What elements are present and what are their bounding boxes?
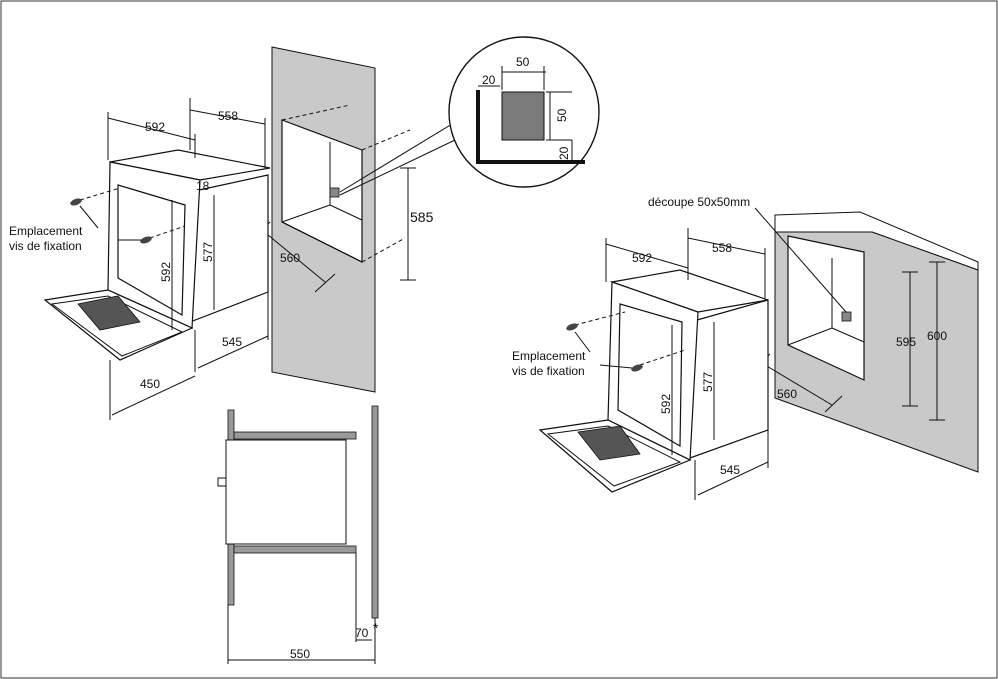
right-door-window <box>577 425 641 461</box>
right-niche-cavity <box>787 235 865 381</box>
right-dim-592-side: 592 <box>659 394 673 414</box>
detail-dim-20-bottom: 20 <box>557 146 571 160</box>
section-star: * <box>373 620 379 636</box>
section-knob <box>217 477 227 487</box>
left-door-window <box>77 295 141 331</box>
detail-cutout-square <box>501 91 545 141</box>
left-dim-577: 577 <box>201 242 215 262</box>
right-oven-dims: 592 558 577 592 545 <box>605 228 769 500</box>
right-screw-icon-2 <box>631 364 643 372</box>
detail-dim-50-right: 50 <box>555 108 569 122</box>
left-screw-icon-1 <box>70 198 82 206</box>
left-dim-592-side: 592 <box>159 262 173 282</box>
right-dim-595: 595 <box>896 335 916 349</box>
section-rear-wall <box>371 405 379 619</box>
right-screw-label-1: Emplacement <box>512 349 586 363</box>
section-dim-70: 70 <box>355 626 369 640</box>
detail-dim-50-top: 50 <box>516 55 530 69</box>
left-niche-height-dim: 585 <box>400 167 434 281</box>
right-dim-558: 558 <box>712 241 732 255</box>
detail-leader-2 <box>339 139 456 196</box>
right-niche-dims: 595 600 560 <box>751 261 947 421</box>
right-oven: Emplacement vis de fixation <box>512 269 769 493</box>
right-dim-545: 545 <box>720 463 740 477</box>
section-top-shelf <box>233 431 357 440</box>
right-cutout-square <box>841 311 852 322</box>
left-dim-558: 558 <box>218 109 238 123</box>
detail-circle: 50 20 50 20 <box>448 36 600 188</box>
right-cutout-label: découpe 50x50mm <box>648 195 750 209</box>
right-dim-592-top: 592 <box>632 251 652 265</box>
left-screw-label-2: vis de fixation <box>9 239 82 253</box>
left-dim-592-top: 592 <box>145 120 165 134</box>
left-dim-18: 18 <box>196 179 210 193</box>
section-dim-550: 550 <box>290 647 310 661</box>
right-screw-label-2: vis de fixation <box>512 364 585 378</box>
right-dim-600: 600 <box>927 329 947 343</box>
dim-560: 560 <box>280 251 300 265</box>
detail-dim-20-left: 20 <box>482 73 496 87</box>
left-dim-450: 450 <box>140 377 160 391</box>
left-screw-label-1: Emplacement <box>9 224 83 238</box>
left-oven: Emplacement vis de fixation <box>9 149 271 361</box>
left-cutout-square <box>329 187 340 198</box>
left-wall <box>271 46 411 393</box>
detail-leader-1 <box>339 123 453 193</box>
left-screw-icon-2 <box>140 236 152 244</box>
right-cutout-leader <box>754 207 847 313</box>
right-screw-icon-1 <box>566 323 578 331</box>
left-oven-dims: 592 558 18 577 592 545 450 <box>107 98 269 420</box>
right-dim-560: 560 <box>777 387 797 401</box>
section-oven-body <box>225 439 347 545</box>
dim-585: 585 <box>410 209 434 225</box>
left-dim-545: 545 <box>222 335 242 349</box>
section-bottom-shelf <box>233 545 357 554</box>
section-view: 550 70 * <box>217 405 379 664</box>
right-cabinet: découpe 50x50mm <box>648 195 979 473</box>
right-dim-577: 577 <box>701 372 715 392</box>
